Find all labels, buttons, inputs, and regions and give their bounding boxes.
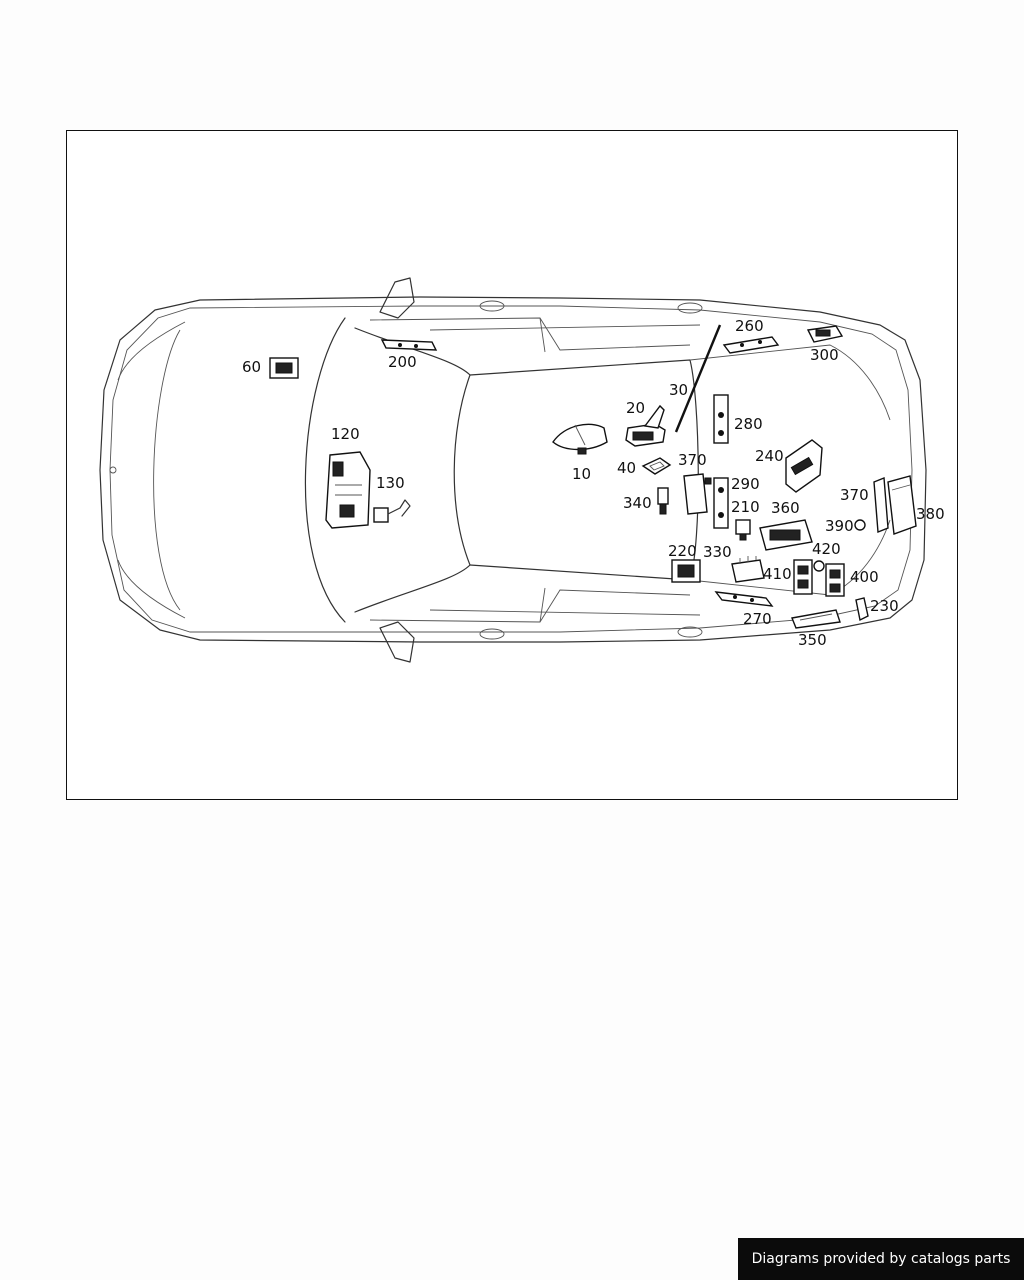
- callout-60: 60: [242, 358, 261, 376]
- callout-390: 390: [825, 517, 854, 535]
- part-420-clip: [813, 560, 825, 572]
- callout-420: 420: [812, 540, 841, 558]
- callout-350: 350: [798, 631, 827, 649]
- callout-360: 360: [771, 499, 800, 517]
- part-120-control-unit: [325, 451, 371, 529]
- part-410-bracket: [793, 559, 813, 595]
- part-40-seal: [641, 457, 672, 475]
- callout-220: 220: [668, 542, 697, 560]
- part-230-connector: [855, 597, 869, 622]
- footer-credit-badge: Diagrams provided by catalogs parts: [738, 1238, 1024, 1280]
- part-380-control-unit: [887, 475, 917, 535]
- part-300-module: [806, 325, 844, 343]
- callout-380: 380: [916, 505, 945, 523]
- part-340-connector: [657, 487, 669, 515]
- callout-30: 30: [669, 381, 688, 399]
- part-370-module-a: [683, 473, 712, 515]
- part-270-module: [714, 591, 774, 607]
- callout-240: 240: [755, 447, 784, 465]
- part-200-module: [380, 339, 438, 351]
- part-330-module: [731, 556, 765, 583]
- part-370-module-b: [873, 476, 889, 534]
- callout-210: 210: [731, 498, 760, 516]
- part-130-sensor: [373, 499, 411, 523]
- part-240-module: [785, 439, 823, 493]
- callout-370-a: 370: [678, 451, 707, 469]
- callout-20: 20: [626, 399, 645, 417]
- callout-120: 120: [331, 425, 360, 443]
- part-280-strip: [713, 394, 729, 444]
- callout-300: 300: [810, 346, 839, 364]
- callout-labels: 10 20 30 40 60 120 130 200 210 220 230 2…: [242, 317, 945, 649]
- callout-330: 330: [703, 543, 732, 561]
- part-390-grommet: [854, 519, 866, 531]
- callout-410: 410: [763, 565, 792, 583]
- callout-200: 200: [388, 353, 417, 371]
- part-220-module: [671, 559, 701, 583]
- callout-400: 400: [850, 568, 879, 586]
- part-20-antenna-module: [625, 404, 666, 447]
- callout-340: 340: [623, 494, 652, 512]
- part-400-bracket: [825, 563, 845, 597]
- part-260-module: [722, 336, 780, 354]
- callout-370-b: 370: [840, 486, 869, 504]
- part-210-connector: [735, 519, 751, 541]
- part-60-module: [269, 357, 299, 379]
- callout-290: 290: [731, 475, 760, 493]
- callout-230: 230: [870, 597, 899, 615]
- part-290-strip: [713, 477, 729, 529]
- callout-130: 130: [376, 474, 405, 492]
- callout-260: 260: [735, 317, 764, 335]
- callout-40: 40: [617, 459, 636, 477]
- part-360-module: [759, 519, 813, 551]
- part-10-roof-antenna: [552, 423, 608, 455]
- callout-280: 280: [734, 415, 763, 433]
- part-30-rod-antenna: [674, 324, 722, 433]
- part-350-module: [791, 609, 841, 629]
- callout-270: 270: [743, 610, 772, 628]
- callout-10: 10: [572, 465, 591, 483]
